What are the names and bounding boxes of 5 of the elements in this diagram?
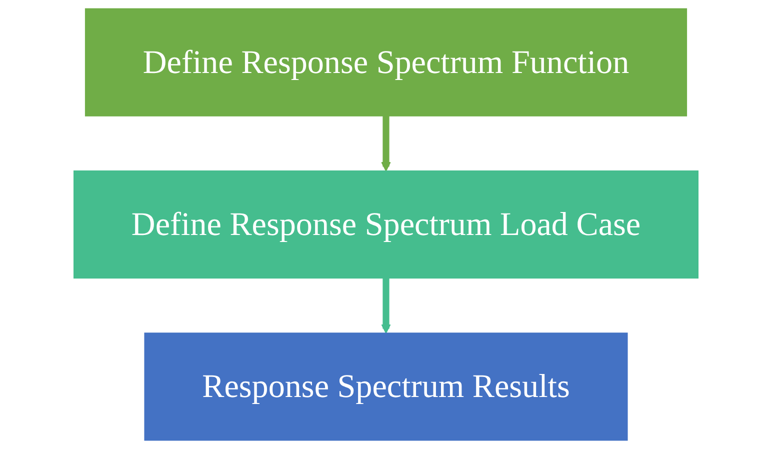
node-box: Define Response Spectrum Load Case (74, 170, 698, 279)
arrow (381, 116, 391, 172)
node-box: Define Response Spectrum Function (84, 8, 688, 116)
arrow (381, 278, 391, 334)
node-box: Response Spectrum Results (144, 332, 628, 441)
